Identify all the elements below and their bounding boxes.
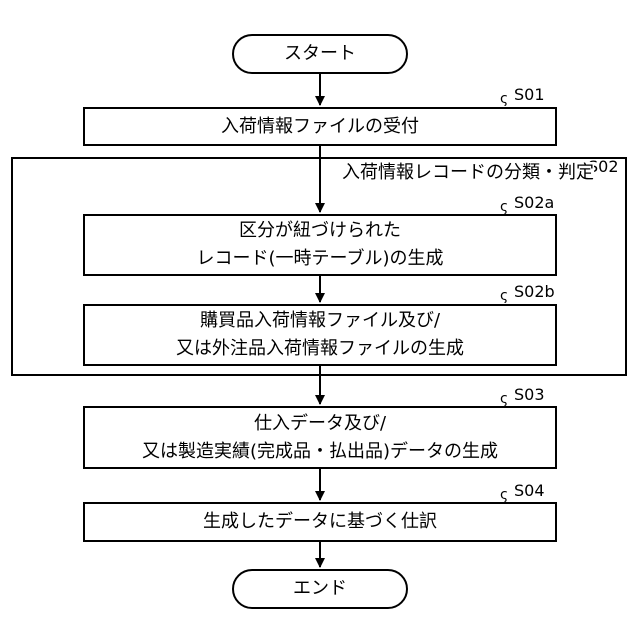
s02b-step-id: S02b — [514, 283, 555, 301]
s04-process-box: 生成したデータに基づく仕訳 — [83, 502, 557, 542]
s01-leader-icon: ς — [500, 92, 508, 106]
start-label: スタート — [284, 40, 356, 68]
s02-group-title: 入荷情報レコードの分類・判定 — [342, 162, 594, 184]
s02a-leader-icon: ς — [500, 200, 508, 214]
s02a-label-line1: 区分が紐づけられた — [239, 217, 401, 245]
s04-leader-icon: ς — [500, 488, 508, 502]
s01-step-id: S01 — [514, 86, 545, 104]
s02b-leader-icon: ς — [500, 289, 508, 303]
s03-process-box: 仕入データ及び/ 又は製造実績(完成品・払出品)データの生成 — [83, 406, 557, 469]
s02a-process-box: 区分が紐づけられた レコード(一時テーブル)の生成 — [83, 214, 557, 276]
s04-step-id: S04 — [514, 482, 545, 500]
end-label: エンド — [293, 575, 347, 603]
s02b-process-box: 購買品入荷情報ファイル及び/ 又は外注品入荷情報ファイルの生成 — [83, 304, 557, 366]
s02a-label-line2: レコード(一時テーブル)の生成 — [197, 245, 444, 273]
s01-label: 入荷情報ファイルの受付 — [221, 113, 419, 141]
start-terminal: スタート — [232, 34, 408, 74]
s02b-label-line2: 又は外注品入荷情報ファイルの生成 — [176, 335, 464, 363]
end-terminal: エンド — [232, 569, 408, 609]
s03-label-line2: 又は製造実績(完成品・払出品)データの生成 — [142, 438, 498, 466]
s02a-step-id: S02a — [514, 194, 554, 212]
s04-label: 生成したデータに基づく仕訳 — [203, 508, 437, 536]
s03-leader-icon: ς — [500, 392, 508, 406]
s03-label-line1: 仕入データ及び/ — [254, 410, 386, 438]
s02b-label-line1: 購買品入荷情報ファイル及び/ — [200, 307, 440, 335]
s03-step-id: S03 — [514, 386, 545, 404]
s01-process-box: 入荷情報ファイルの受付 — [83, 107, 557, 146]
